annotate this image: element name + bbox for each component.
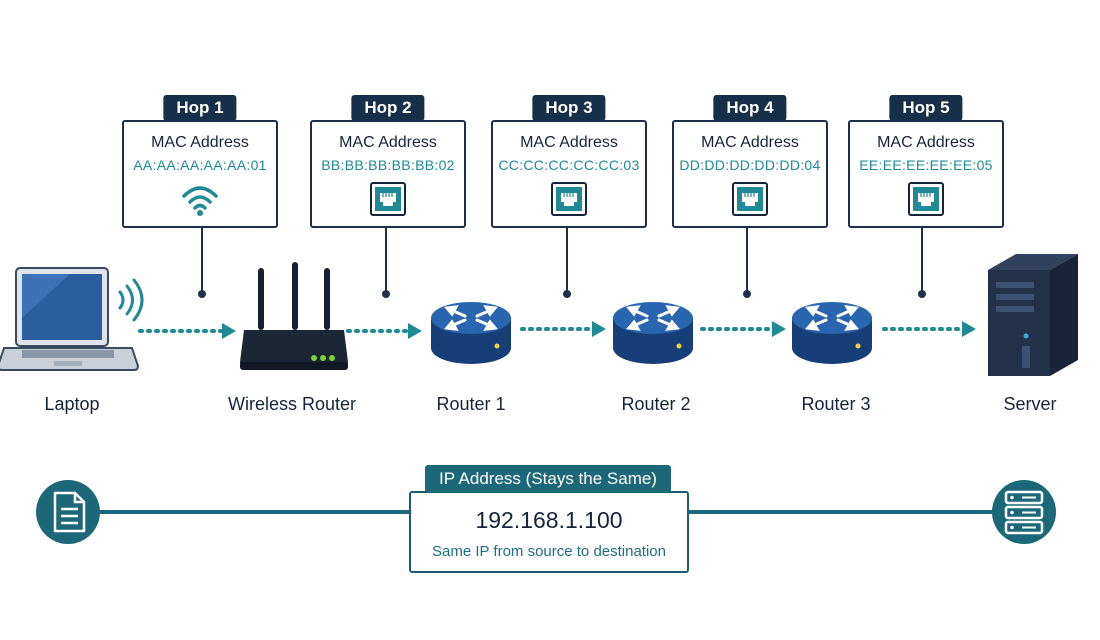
- dotted-links: [138, 327, 964, 333]
- hop-drop-dots: [198, 290, 926, 298]
- device-label-router-2: Router 2: [621, 394, 691, 414]
- hop-card-frame: MAC Address EE:EE:EE:EE:EE:05: [848, 120, 1004, 228]
- hop-tag: Hop 4: [713, 95, 787, 121]
- arrow-icon: [592, 321, 606, 337]
- wireless-router-icon: [240, 262, 348, 370]
- arrow-icon: [962, 321, 976, 337]
- link-arrows: [222, 321, 976, 339]
- mac-address-value: CC:CC:CC:CC:CC:03: [498, 157, 640, 173]
- router-icon: [792, 302, 872, 364]
- mac-address-title: MAC Address: [151, 134, 249, 151]
- wifi-icon: [182, 186, 218, 216]
- hop-card-frame: MAC Address BB:BB:BB:BB:BB:02: [310, 120, 466, 228]
- mac-address-value: EE:EE:EE:EE:EE:05: [859, 157, 993, 173]
- device-label-router-3: Router 3: [801, 394, 871, 414]
- mac-address-title: MAC Address: [339, 134, 437, 151]
- router-icon: [431, 302, 511, 364]
- hop-card-4: MAC Address DD:DD:DD:DD:DD:04 Hop 4: [672, 95, 828, 228]
- hop-card-3: MAC Address CC:CC:CC:CC:CC:03 Hop 3: [491, 95, 647, 228]
- mac-address-value: BB:BB:BB:BB:BB:02: [321, 157, 455, 173]
- hop-card-frame: MAC Address AA:AA:AA:AA:AA:01: [122, 120, 278, 228]
- ip-address-value: 192.168.1.100: [475, 507, 623, 533]
- laptop-icon: [0, 267, 140, 371]
- mac-address-title: MAC Address: [520, 134, 618, 151]
- router-icon: [613, 302, 693, 364]
- server-tower-icon: [988, 254, 1078, 376]
- device-label-wireless-router: Wireless Router: [227, 394, 357, 414]
- mac-address-title: MAC Address: [877, 134, 975, 151]
- ethernet-port-icon: [370, 182, 406, 216]
- hop-tag: Hop 5: [889, 95, 963, 121]
- ip-address-caption: Same IP from source to destination: [431, 543, 666, 560]
- ethernet-port-icon: [908, 182, 944, 216]
- mac-address-value: AA:AA:AA:AA:AA:01: [133, 157, 267, 173]
- device-label-server: Server: [1003, 394, 1057, 414]
- hop-card-frame: MAC Address CC:CC:CC:CC:CC:03: [491, 120, 647, 228]
- hop-tag: Hop 3: [532, 95, 606, 121]
- hop-card-1: MAC Address AA:AA:AA:AA:AA:01 Hop 1: [122, 95, 278, 228]
- arrow-icon: [408, 323, 422, 339]
- wireless-signal-icon: [118, 278, 144, 322]
- hop-card-2: MAC Address BB:BB:BB:BB:BB:02 Hop 2: [310, 95, 466, 228]
- ethernet-port-icon: [732, 182, 768, 216]
- hop-card-5: MAC Address EE:EE:EE:EE:EE:05 Hop 5: [848, 95, 1004, 228]
- hop-drop-lines: [201, 226, 923, 294]
- device-label-laptop: Laptop: [44, 394, 100, 414]
- mac-address-value: DD:DD:DD:DD:DD:04: [679, 157, 821, 173]
- ethernet-port-icon: [551, 182, 587, 216]
- hop-tag: Hop 1: [163, 95, 237, 121]
- hop-card-frame: MAC Address DD:DD:DD:DD:DD:04: [672, 120, 828, 228]
- device-label-router-1: Router 1: [436, 394, 506, 414]
- arrow-icon: [222, 323, 236, 339]
- hop-tag: Hop 2: [351, 95, 425, 121]
- ip-address-tag: IP Address (Stays the Same): [425, 465, 671, 493]
- ip-address-box: 192.168.1.100 Same IP from source to des…: [409, 491, 689, 573]
- server-rack-icon: [992, 480, 1056, 544]
- arrow-icon: [772, 321, 786, 337]
- mac-address-title: MAC Address: [701, 134, 799, 151]
- document-icon: [36, 480, 100, 544]
